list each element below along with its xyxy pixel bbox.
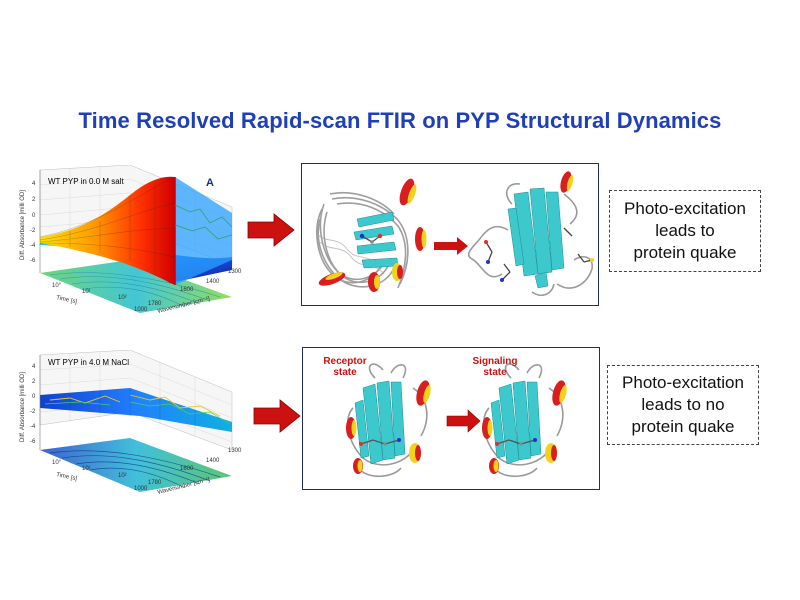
y-tick-n4: -4 [30,243,36,249]
beta-sheet-receptor [354,380,406,465]
protein-structure-panel-top [301,163,599,306]
ftir-plot-salt-free: 4 2 0 -2 -4 -6 Diff. Absorbance [milli O… [10,164,250,315]
note-line-1-b: Photo-excitation [622,373,744,392]
ftir-plot-high-salt: 4 2 0 -2 -4 -6 Diff. Absorbance [milli O… [10,349,250,500]
side-chains-right [484,227,594,282]
chromophore-signaling [495,438,537,446]
x-axis-label-b: Time [s] [56,472,78,482]
z-tick-1300-b: 1300 [228,448,242,454]
note-line-2-b: leads to no [641,395,725,414]
beta-sheet-signaling [490,380,542,465]
chromophore-left [359,233,383,244]
ftir-3d-surface-bottom: 4 2 0 -2 -4 -6 Diff. Absorbance [milli O… [20,349,242,496]
z-tick-1300: 1300 [228,269,242,275]
beta-sheet-right [507,187,565,289]
y-tick-0-b: 0 [32,394,36,400]
note-protein-quake: Photo-excitation leads to protein quake [609,190,761,272]
arrow-right-icon [247,213,295,247]
receptor-structure [346,363,431,478]
note-line-3: protein quake [633,243,737,262]
note-line-3-b: protein quake [631,417,735,436]
plot-label-bottom: WT PYP in 4.0 M NaCl [48,358,130,367]
y-tick-n2: -2 [30,228,36,234]
z-tick-1400: 1400 [206,279,220,285]
arrow-right-icon-bottom [253,399,301,433]
signaling-structure-unfolded [467,171,594,296]
ftir-3d-surface-top: 4 2 0 -2 -4 -6 Diff. Absorbance [milli O… [20,164,242,315]
x-tick-0: 10° [52,283,62,289]
protein-structure-panel-bottom: Receptor state Signaling state [302,347,600,490]
y-tick-n6: -6 [30,258,36,264]
note-no-protein-quake: Photo-excitation leads to no protein qua… [607,365,759,445]
y-tick-4: 4 [32,181,36,187]
beta-sheet-left [353,211,399,269]
y-tick-2-b: 2 [32,379,36,385]
y-axis-label-b: Diff. Absorbance [milli OD] [20,372,26,442]
alpha-helix-receptor [346,380,431,474]
y-axis-label: Diff. Absorbance [milli OD] [20,190,26,260]
small-arrow-right-icon-bottom [446,409,481,433]
signaling-structure [482,363,567,478]
x-tick-1-b: 10¹ [82,466,91,472]
z-tick-1400-b: 1400 [206,458,220,464]
y-tick-2: 2 [32,197,36,203]
y-tick-4-b: 4 [32,364,36,370]
z-tick-1600-b: 1600 [180,466,194,472]
protein-quake-structures [316,171,594,296]
plot-letter-a: A [206,177,214,189]
y-tick-0: 0 [32,213,36,219]
note-line-2: leads to [655,221,715,240]
x-tick-1: 10¹ [82,289,91,295]
y-tick-n2-b: -2 [30,409,36,415]
z-tick-extra: 1000 [134,307,148,313]
alpha-helix-signaling [482,380,567,474]
plot-label-top: WT PYP in 0.0 M salt [48,177,124,186]
z-tick-extra-b: 1000 [134,486,148,492]
no-quake-structures [346,363,567,478]
y-tick-n4-b: -4 [30,424,36,430]
alpha-helix-left [318,178,427,292]
y-tick-n6-b: -6 [30,439,36,445]
z-tick-1600: 1600 [180,287,194,293]
x-tick-0-b: 10° [52,460,62,466]
z-tick-1780-b: 1780 [148,480,162,486]
x-tick-2-b: 10² [118,473,127,479]
page-title: Time Resolved Rapid-scan FTIR on PYP Str… [78,108,722,133]
x-tick-2: 10² [118,295,127,301]
x-axis-label: Time [s] [56,295,78,305]
signaling-state-label: Signaling state [472,356,518,378]
note-line-1: Photo-excitation [624,199,746,218]
receptor-state-label: Receptor state [323,356,367,378]
z-tick-1780: 1780 [148,301,162,307]
chromophore-receptor [359,438,401,446]
small-arrow-right-icon [434,237,468,255]
